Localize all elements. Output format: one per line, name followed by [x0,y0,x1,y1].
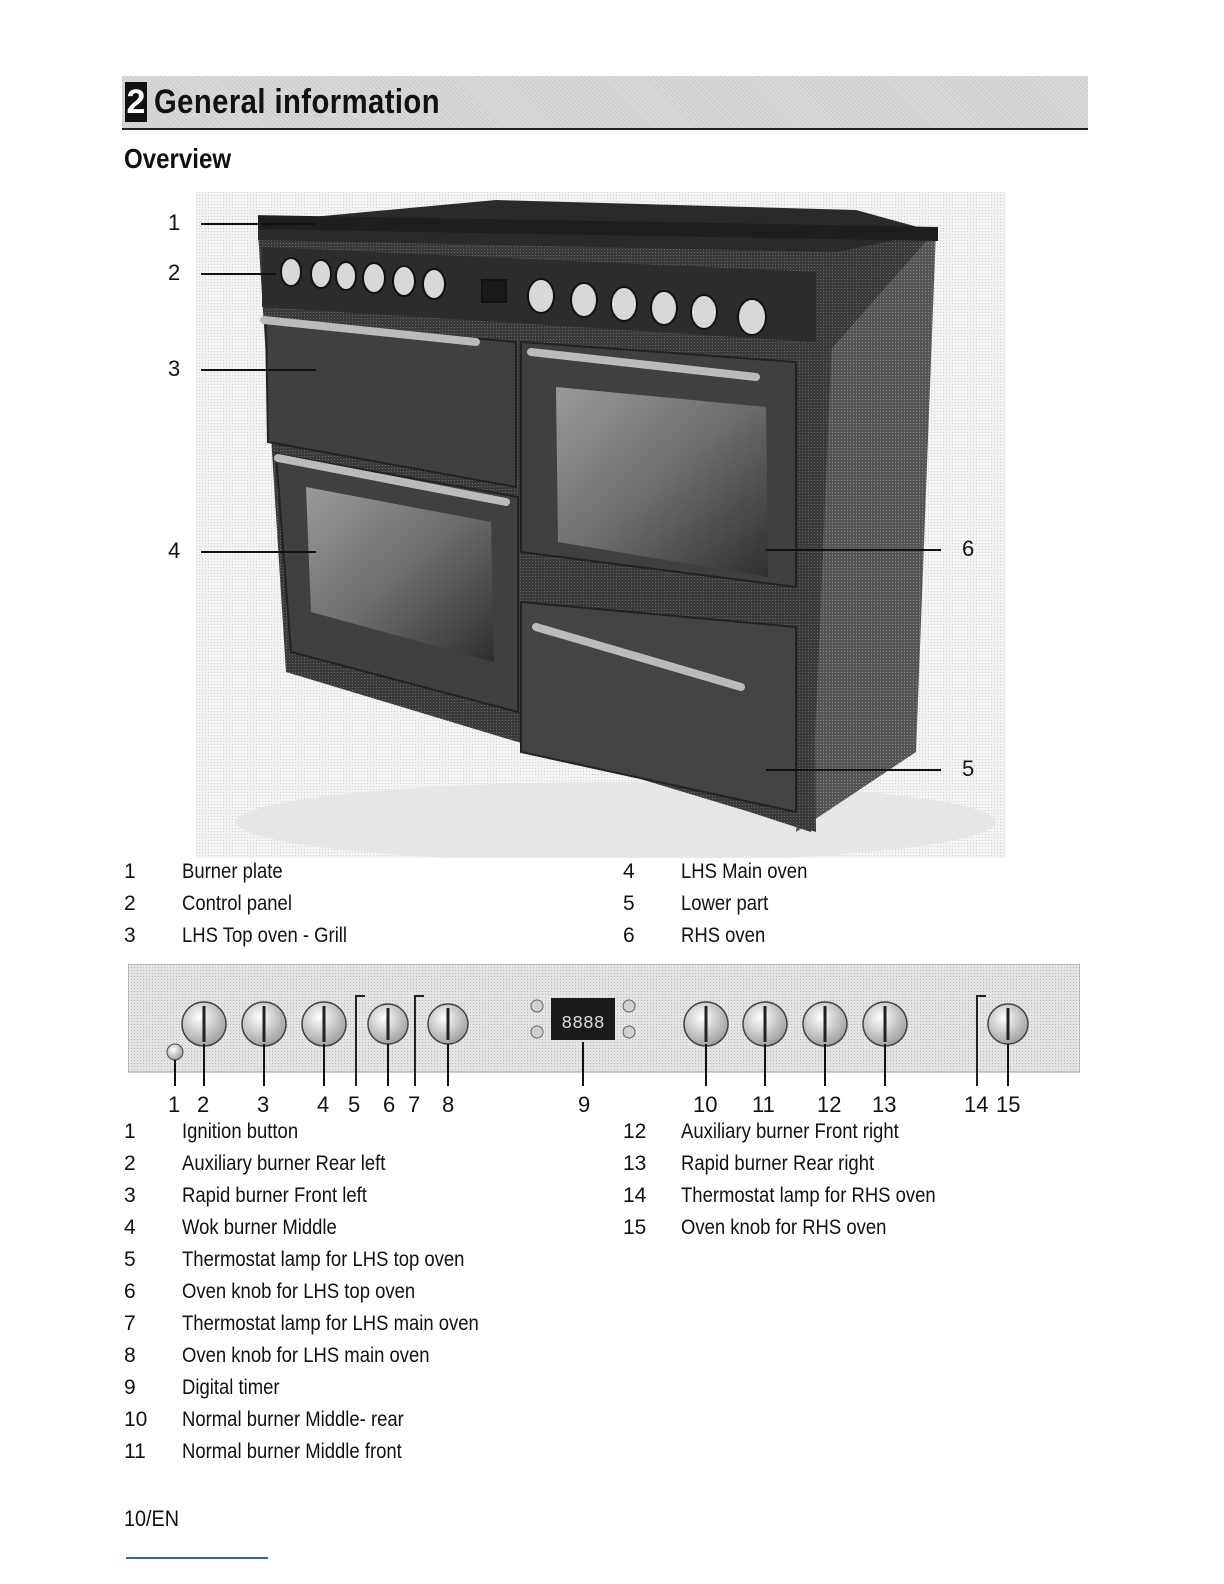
photo-callout: 6 [962,536,975,561]
photo-callout: 2 [168,260,181,285]
range-cooker-illustration [196,192,1006,858]
page-subtitle: Overview [124,143,232,174]
timer-display: 8888 [561,1014,604,1034]
panel-callout: 12 [817,1092,842,1117]
panel-callout: 7 [408,1092,421,1117]
photo-callout: 1 [168,210,181,235]
control-panel-illustration: 8888 [128,964,1080,1086]
panel-callout: 5 [348,1092,361,1117]
panel-callout: 6 [383,1092,396,1117]
panel-callout: 3 [257,1092,270,1117]
footer-rule [126,1557,268,1559]
section-header: 2 General information [122,76,1088,130]
panel-callout: 11 [752,1092,775,1117]
panel-callout: 13 [872,1092,897,1117]
panel-callout: 4 [317,1092,330,1117]
section-number: 2 [125,82,147,122]
photo-callout: 5 [962,756,975,781]
photo-callout: 3 [168,356,181,381]
page-footer: 10/EN [124,1506,180,1531]
panel-callout: 15 [996,1092,1021,1117]
panel-callout: 2 [197,1092,210,1117]
photo-callout: 4 [168,538,181,563]
panel-callout: 14 [964,1092,989,1117]
panel-callout: 10 [693,1092,718,1117]
panel-callout: 8 [442,1092,455,1117]
panel-callout: 9 [578,1092,591,1117]
panel-callout: 1 [168,1092,181,1117]
section-title: General information [154,83,441,121]
